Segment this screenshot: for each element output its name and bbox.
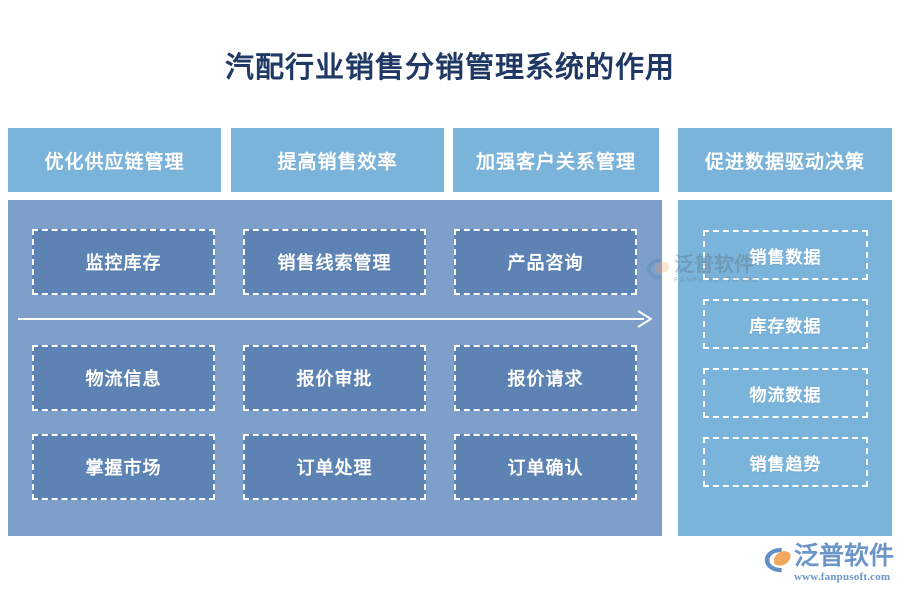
fanpu-logo-icon — [764, 547, 791, 573]
process-panel: 监控库存 销售线索管理 产品咨询 物流信息 报价审批 报价请求 掌握市场 订单处… — [8, 200, 662, 536]
process-cell[interactable]: 物流信息 — [32, 345, 215, 411]
data-cell[interactable]: 销售趋势 — [703, 437, 868, 487]
process-cell[interactable]: 销售线索管理 — [243, 229, 426, 295]
process-cell[interactable]: 报价审批 — [243, 345, 426, 411]
process-cell[interactable]: 产品咨询 — [454, 229, 637, 295]
header-pill-label: 优化供应链管理 — [44, 151, 185, 173]
header-category-row: 优化供应链管理 提高销售效率 加强客户关系管理 促进数据驱动决策 — [0, 128, 900, 192]
process-cell-label: 掌握市场 — [85, 458, 162, 478]
process-cell-label: 订单确认 — [507, 458, 584, 478]
data-cell-label: 销售趋势 — [749, 454, 822, 474]
process-cell[interactable]: 报价请求 — [454, 345, 637, 411]
process-cell[interactable]: 订单确认 — [454, 434, 637, 500]
data-cell[interactable]: 销售数据 — [703, 230, 868, 280]
header-pill-sales-efficiency[interactable]: 提高销售效率 — [231, 128, 444, 192]
process-cell-label: 销售线索管理 — [277, 253, 392, 273]
data-cell-label: 销售数据 — [749, 247, 822, 267]
header-pill-label: 促进数据驱动决策 — [704, 151, 865, 173]
flow-arrow-icon — [18, 310, 652, 328]
header-pill-label: 提高销售效率 — [277, 151, 398, 173]
header-pill-label: 加强客户关系管理 — [475, 151, 636, 173]
header-pill-supply-chain[interactable]: 优化供应链管理 — [8, 128, 221, 192]
process-cell[interactable]: 监控库存 — [32, 229, 215, 295]
header-pill-customer-relations[interactable]: 加强客户关系管理 — [453, 128, 659, 192]
data-cell-label: 物流数据 — [749, 385, 822, 405]
process-cell-label: 物流信息 — [85, 369, 162, 389]
page-title: 汽配行业销售分销管理系统的作用 — [224, 52, 675, 84]
data-cell-label: 库存数据 — [749, 316, 822, 336]
process-cell-label: 报价审批 — [296, 369, 373, 389]
brand-logo-url: www.fanpusoft.com — [794, 571, 891, 583]
data-cell[interactable]: 库存数据 — [703, 299, 868, 349]
process-cell-label: 产品咨询 — [507, 253, 584, 273]
process-cell-label: 报价请求 — [507, 369, 584, 389]
header-pill-data-driven-decisions[interactable]: 促进数据驱动决策 — [678, 128, 892, 192]
brand-logo-texts: 泛普软件 www.fanpusoft.com — [794, 544, 894, 583]
process-cell-label: 监控库存 — [85, 253, 162, 273]
process-cell-label: 订单处理 — [296, 458, 373, 478]
process-cell[interactable]: 订单处理 — [243, 434, 426, 500]
brand-logo-cn: 泛普软件 — [794, 543, 895, 570]
brand-logo: 泛普软件 www.fanpusoft.com — [762, 544, 894, 590]
process-cell[interactable]: 掌握市场 — [32, 434, 215, 500]
data-panel: 销售数据 库存数据 物流数据 销售趋势 — [678, 200, 892, 536]
data-cell[interactable]: 物流数据 — [703, 368, 868, 418]
